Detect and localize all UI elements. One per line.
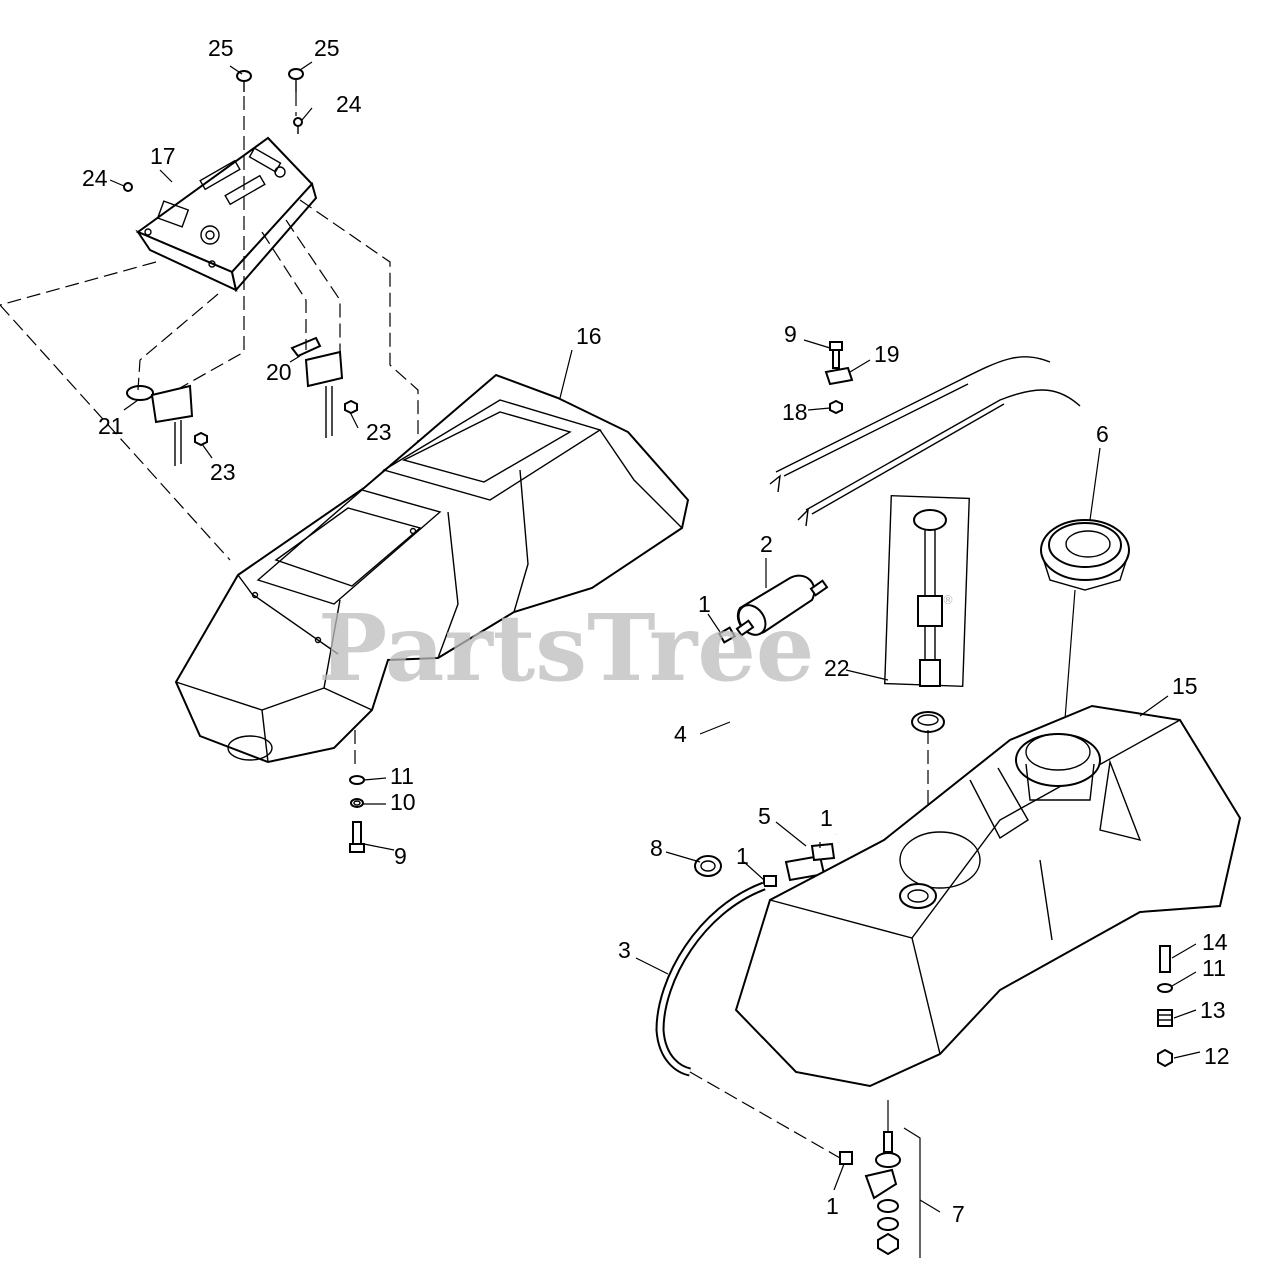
callout-2: 2 bbox=[760, 531, 773, 557]
hose-clamp-1-bottom[interactable] bbox=[839, 1151, 853, 1165]
callout-13: 13 bbox=[1200, 997, 1226, 1023]
watermark-text: PartsTree bbox=[318, 594, 814, 702]
callout-11: 11 bbox=[1202, 955, 1226, 981]
fuel-cap-6[interactable] bbox=[1040, 519, 1130, 591]
nut-12[interactable] bbox=[1157, 1048, 1173, 1068]
watermark-registered-mark: ® bbox=[942, 593, 954, 607]
rivet-25-left[interactable] bbox=[236, 70, 252, 92]
cable-clamp-19[interactable] bbox=[824, 366, 854, 386]
callout-9: 9 bbox=[784, 321, 797, 347]
callout-1: 1 bbox=[826, 1193, 839, 1219]
callout-25: 25 bbox=[314, 35, 340, 61]
fuel-outlet-fitting-7[interactable] bbox=[864, 1131, 901, 1256]
switch-20[interactable] bbox=[290, 336, 344, 438]
callout-19: 19 bbox=[874, 341, 900, 367]
lock-washer-10[interactable] bbox=[350, 798, 364, 808]
washer-11-right[interactable] bbox=[1157, 983, 1173, 993]
fuel-filter-2[interactable] bbox=[733, 574, 829, 640]
washer-11-left[interactable] bbox=[349, 775, 365, 785]
nut-23-left[interactable] bbox=[194, 431, 208, 447]
nut-18[interactable] bbox=[829, 399, 843, 415]
callout-22: 22 bbox=[824, 655, 850, 681]
callout-15: 15 bbox=[1172, 673, 1198, 699]
grommet-8[interactable] bbox=[694, 855, 722, 877]
fuel-tank-15[interactable] bbox=[734, 704, 1242, 1088]
watermark: PartsTree ® bbox=[318, 593, 954, 702]
callout-18: 18 bbox=[782, 399, 808, 425]
callout-23: 23 bbox=[366, 419, 392, 445]
nut-23-right[interactable] bbox=[344, 399, 358, 415]
callout-1: 1 bbox=[736, 843, 749, 869]
callout-24: 24 bbox=[336, 91, 362, 117]
control-panel-plate[interactable] bbox=[135, 136, 318, 293]
callout-3: 3 bbox=[618, 937, 631, 963]
throttle-cables[interactable] bbox=[769, 356, 1081, 527]
screw-24-left[interactable] bbox=[123, 182, 133, 192]
hose-clamp-1-valve[interactable] bbox=[763, 875, 777, 887]
switch-21[interactable] bbox=[126, 384, 194, 466]
callout-1: 1 bbox=[698, 591, 711, 617]
callout-12: 12 bbox=[1204, 1043, 1230, 1069]
callout-7: 7 bbox=[952, 1201, 965, 1227]
callout-11: 11 bbox=[390, 763, 414, 789]
spacer-14[interactable] bbox=[1159, 945, 1171, 973]
callout-5: 5 bbox=[758, 803, 771, 829]
fender-console-body[interactable] bbox=[174, 373, 690, 764]
rivet-25-right[interactable] bbox=[288, 68, 304, 92]
callout-16: 16 bbox=[576, 323, 602, 349]
callout-1: 1 bbox=[820, 805, 833, 831]
hose-clamp-1-filter[interactable] bbox=[717, 626, 737, 644]
screw-24-right[interactable] bbox=[293, 117, 303, 134]
callout-9: 9 bbox=[394, 843, 407, 869]
bolt-9-upper[interactable] bbox=[829, 341, 843, 369]
callout-14: 14 bbox=[1202, 929, 1228, 955]
callout-17: 17 bbox=[150, 143, 176, 169]
callout-24: 24 bbox=[82, 165, 108, 191]
spring-13[interactable] bbox=[1157, 1009, 1173, 1027]
callout-21: 21 bbox=[98, 413, 124, 439]
fuel-line-4[interactable] bbox=[678, 638, 854, 836]
callout-25: 25 bbox=[208, 35, 234, 61]
callout-10: 10 bbox=[390, 789, 416, 815]
callout-20: 20 bbox=[266, 359, 292, 385]
callout-6: 6 bbox=[1096, 421, 1109, 447]
callout-4: 4 bbox=[674, 721, 687, 747]
fuel-line-3[interactable] bbox=[655, 881, 766, 1077]
callouts: 25 25 24 24 17 16 20 21 23 23 9 19 18 6 … bbox=[82, 35, 1230, 1227]
callout-8: 8 bbox=[650, 835, 663, 861]
bolt-9-lower[interactable] bbox=[349, 821, 365, 853]
fuel-gauge-22[interactable] bbox=[884, 494, 970, 733]
callout-23: 23 bbox=[210, 459, 236, 485]
